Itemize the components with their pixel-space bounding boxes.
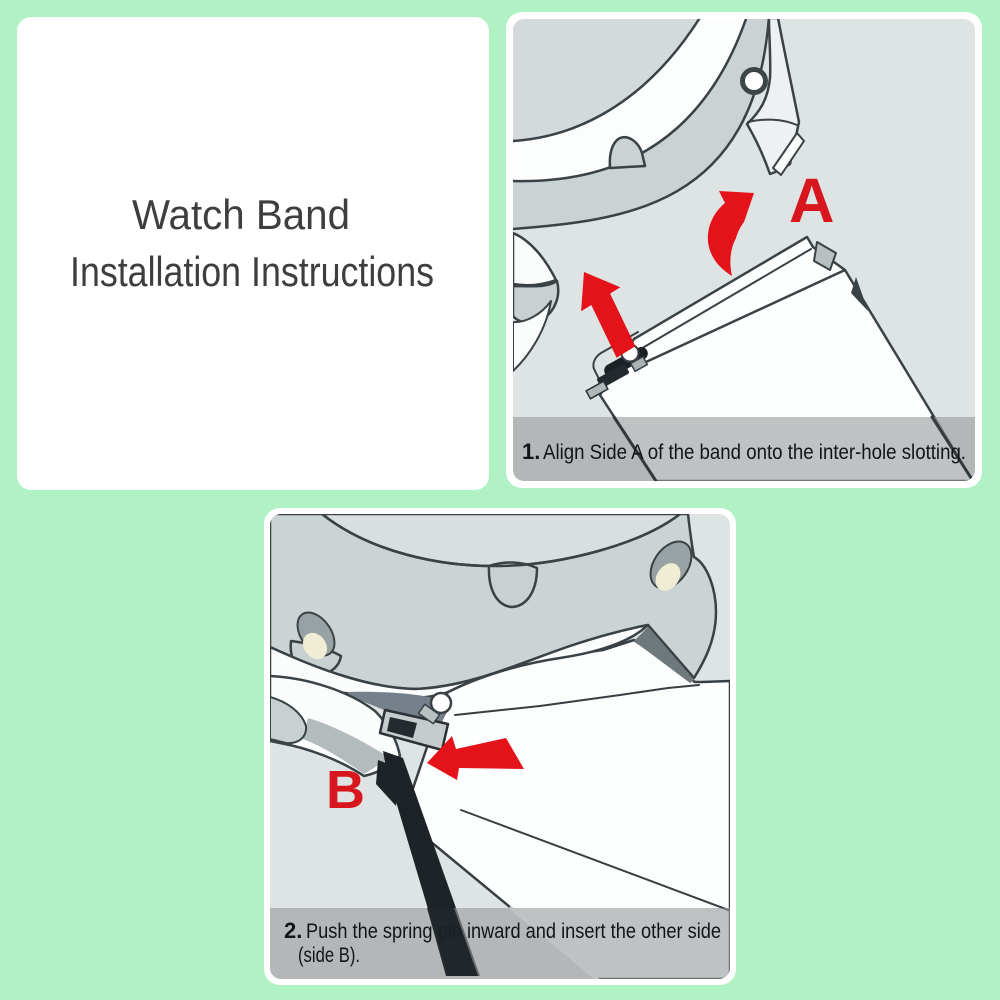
- svg-text:1.: 1.: [522, 439, 540, 464]
- svg-text:A: A: [789, 166, 835, 236]
- svg-text:Watch Band: Watch Band: [132, 191, 350, 238]
- svg-text:B: B: [326, 760, 365, 820]
- svg-text:Align Side A of the band onto: Align Side A of the band onto the inter-…: [543, 441, 966, 464]
- svg-text:(side B).: (side B).: [298, 944, 360, 967]
- svg-text:Push the spring pin inward and: Push the spring pin inward and insert th…: [306, 920, 721, 943]
- svg-text:Installation Instructions: Installation Instructions: [70, 248, 434, 295]
- svg-text:2.: 2.: [284, 918, 302, 943]
